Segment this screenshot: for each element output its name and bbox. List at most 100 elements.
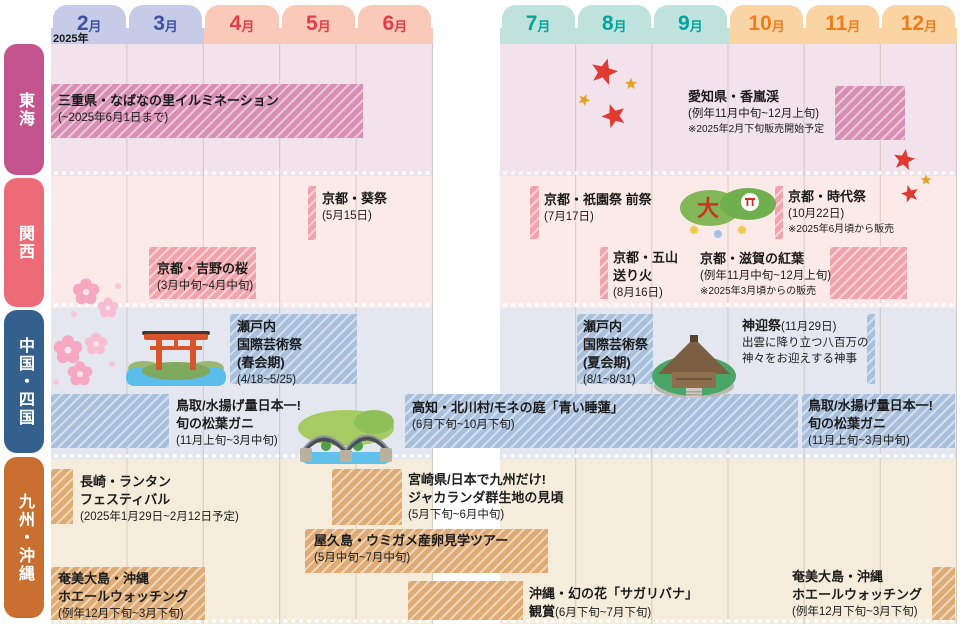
event-bar-aoi-matsuri xyxy=(307,186,317,240)
event-text-yoshino-sakura: 京都・吉野の桜(3月中旬~4月中旬) xyxy=(157,260,253,294)
event-detail: 出雲に降り立つ八百万の xyxy=(742,337,869,349)
row-dotted-edge xyxy=(503,619,954,623)
event-title: 神迎祭 xyxy=(742,318,782,333)
event-text-miyazaki-jacaranda: 宮崎県/日本で九州だけ! ジャカランダ群生地の見頃(5月下旬~6月中旬) xyxy=(408,471,563,523)
event-bar-gozan-okuribi xyxy=(599,247,609,299)
month-unit: 月 xyxy=(847,19,861,34)
event-bar-gion-matsuri xyxy=(530,186,539,239)
event-text-nabana: 三重県・なばなの里イルミネーション (~2025年6月1日まで) xyxy=(58,92,279,126)
month-number: 6 xyxy=(382,12,395,35)
daimonji-hills-icon: 大 xyxy=(680,182,778,238)
month-number: 2 xyxy=(76,12,89,35)
month-number: 11 xyxy=(825,12,848,35)
event-bar-matsuba-gani-right xyxy=(801,394,955,448)
event-bar-yakushima-umigame xyxy=(305,529,548,573)
month-number: 10 xyxy=(748,12,772,35)
event-text-sagaribana: 沖縄・幻の花「サガリバナ」 観賞(6月下旬~7月下旬) xyxy=(529,585,698,621)
event-text-nagasaki-lantern: 長崎・ランタン フェスティバル(2025年1月29日~2月12日予定) xyxy=(80,473,239,525)
event-detail: (11月上旬~3月中旬) xyxy=(176,435,278,447)
month-number: 9 xyxy=(678,12,690,35)
event-title: 愛知県・香嵐渓 xyxy=(688,89,780,104)
itsukushima-torii-icon xyxy=(124,328,228,392)
event-title: 京都・滋賀の紅葉 xyxy=(700,251,805,266)
event-detail: (~2025年6月1日まで) xyxy=(58,112,169,124)
event-title: 京都・祇園祭 前祭 xyxy=(544,192,652,207)
event-date: (11月29日) xyxy=(781,321,837,333)
event-note: ※2025年3月頃からの販売 xyxy=(700,286,817,298)
month-unit: 月 xyxy=(613,19,627,34)
region-label-kansai: 関西 xyxy=(4,178,44,307)
event-bar-setouchi-spring xyxy=(229,314,357,384)
month-number: 12 xyxy=(900,12,925,35)
event-detail: (5月中旬~7月中旬) xyxy=(314,552,411,564)
event-title: 京都・葵祭 xyxy=(322,191,388,206)
event-title: 奄美大島・沖縄 ホエールウォッチング xyxy=(792,569,923,602)
event-bar-kamimukae-sai xyxy=(867,314,876,384)
row-dotted-edge xyxy=(503,171,954,175)
event-text-yakushima-umigame: 屋久島・ウミガメ産卵見学ツアー (5月中旬~7月中旬) xyxy=(314,532,508,566)
event-detail: (2025年1月29日~2月12日予定) xyxy=(80,511,239,523)
event-title: 沖縄・幻の花「サガリバナ」 観賞 xyxy=(529,586,699,619)
event-detail: 神々をお迎えする神事 xyxy=(742,353,857,366)
row-dotted-edge xyxy=(54,619,430,623)
event-date: (6月下旬~7月下旬) xyxy=(555,607,652,619)
event-bar-nabana xyxy=(51,84,363,138)
event-title: 屋久島・ウミガメ産卵見学ツアー xyxy=(314,533,509,548)
event-text-gion-matsuri: 京都・祇園祭 前祭 (7月17日) xyxy=(544,191,652,225)
event-bar-miyazaki-jacaranda xyxy=(332,469,403,525)
event-title: 奄美大島・沖縄 ホエールウォッチング xyxy=(58,571,189,604)
month-unit: 月 xyxy=(241,19,255,34)
month-unit: 月 xyxy=(689,19,703,34)
event-bar-monet-garden xyxy=(404,394,798,448)
event-title: 鳥取/水揚げ量日本一! 旬の松葉ガニ xyxy=(176,398,301,431)
month-unit: 月 xyxy=(924,19,938,34)
event-title: 三重県・なばなの里イルミネーション xyxy=(58,93,279,108)
event-detail: (例年11月中旬~12月上旬) xyxy=(688,108,820,120)
event-text-korankei: 愛知県・香嵐渓 (例年11月中旬~12月上旬) ※2025年2月下旬販売開始予定 xyxy=(688,88,824,136)
event-title: 鳥取/水揚げ量日本一! 旬の松葉ガニ xyxy=(808,398,933,431)
event-detail: (例年12月下旬~3月下旬) xyxy=(792,606,918,618)
event-text-shiga-koyo: 京都・滋賀の紅葉 (例年11月中旬~12月上旬) ※2025年3月頃からの販売 xyxy=(700,250,831,298)
event-text-matsuba-gani-left: 鳥取/水揚げ量日本一! 旬の松葉ガニ (11月上旬~3月中旬) xyxy=(176,397,301,449)
month-unit: 月 xyxy=(164,19,178,34)
event-text-amami-whale-left: 奄美大島・沖縄 ホエールウォッチング(例年12月下旬~3月下旬) xyxy=(58,570,188,622)
month-unit: 月 xyxy=(88,19,102,34)
event-text-setouchi-summer: 瀬戸内 国際芸術祭 (夏会期)(8/1~8/31) xyxy=(583,318,648,388)
row-dotted-edge xyxy=(503,454,954,458)
row-background-kyushu-okinawa xyxy=(500,459,957,624)
row-dotted-edge xyxy=(54,454,430,458)
event-title: 高知・北川村/モネの庭「青い睡蓮」 xyxy=(412,400,624,415)
event-note: ※2025年2月下旬販売開始予定 xyxy=(688,124,825,136)
event-title: 京都・五山 送り火 xyxy=(613,250,679,283)
region-label-tokai: 東海 xyxy=(4,44,44,175)
event-detail: (6月下旬~10月下旬) xyxy=(412,419,515,431)
event-detail: (11月上旬~3月中旬) xyxy=(808,435,910,447)
event-bar-setouchi-summer xyxy=(576,314,654,384)
month-number: 5 xyxy=(306,12,318,35)
event-title: 瀬戸内 国際芸術祭 (夏会期) xyxy=(583,319,649,370)
month-number: 8 xyxy=(601,12,614,35)
cherry-blossom-icon xyxy=(46,330,124,392)
row-dotted-edge xyxy=(503,303,954,307)
event-detail: (3月中旬~4月中旬) xyxy=(157,280,254,292)
month-unit: 月 xyxy=(537,19,551,34)
month-unit: 月 xyxy=(317,19,331,34)
event-detail: (7月17日) xyxy=(544,211,594,223)
event-detail: (5月下旬~6月中旬) xyxy=(408,509,505,521)
event-bar-yoshino-sakura xyxy=(148,247,256,299)
region-label-chugoku-shikoku: 中国・四国 xyxy=(4,310,44,453)
event-detail: (例年11月中旬~12月上旬) xyxy=(700,270,832,282)
event-note: ※2025年6月頃から販売 xyxy=(788,224,895,236)
event-bar-amami-whale-right xyxy=(931,567,955,620)
cherry-blossom-icon xyxy=(66,276,128,326)
event-text-amami-whale-right: 奄美大島・沖縄 ホエールウォッチング (例年12月下旬~3月下旬) xyxy=(792,568,922,620)
